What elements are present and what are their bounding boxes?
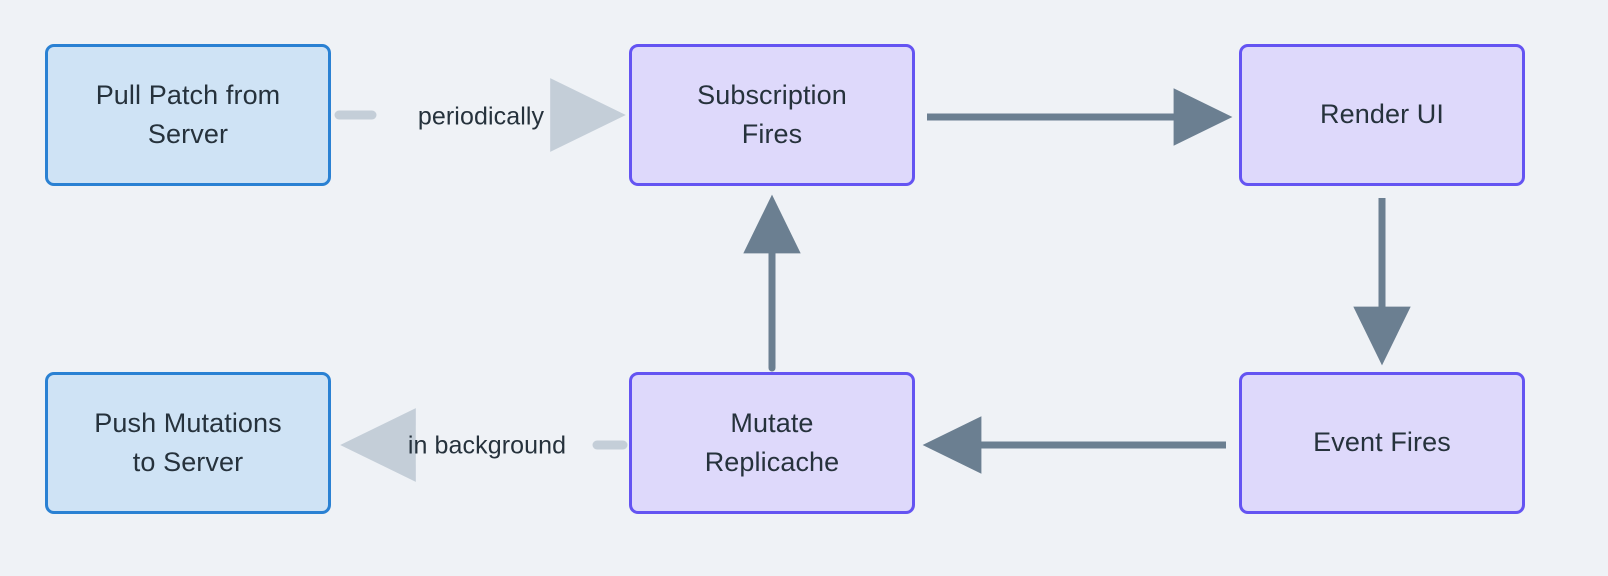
node-label: Subscription Fires bbox=[697, 79, 847, 149]
node-subscription-fires[interactable]: Subscription Fires bbox=[629, 44, 915, 186]
node-render-ui[interactable]: Render UI bbox=[1239, 44, 1525, 186]
edge-label-in-background: in background bbox=[407, 431, 567, 460]
edge-label-periodically: periodically bbox=[417, 102, 545, 131]
node-push-mutations-to-server[interactable]: Push Mutations to Server bbox=[45, 372, 331, 514]
node-label: Event Fires bbox=[1313, 427, 1451, 458]
node-label: Render UI bbox=[1320, 99, 1444, 130]
node-pull-patch-from-server[interactable]: Pull Patch from Server bbox=[45, 44, 331, 186]
node-label: Mutate Replicache bbox=[704, 407, 840, 477]
node-mutate-replicache[interactable]: Mutate Replicache bbox=[629, 372, 915, 514]
node-label: Pull Patch from Server bbox=[95, 79, 281, 149]
node-label: Push Mutations to Server bbox=[94, 407, 282, 477]
node-event-fires[interactable]: Event Fires bbox=[1239, 372, 1525, 514]
